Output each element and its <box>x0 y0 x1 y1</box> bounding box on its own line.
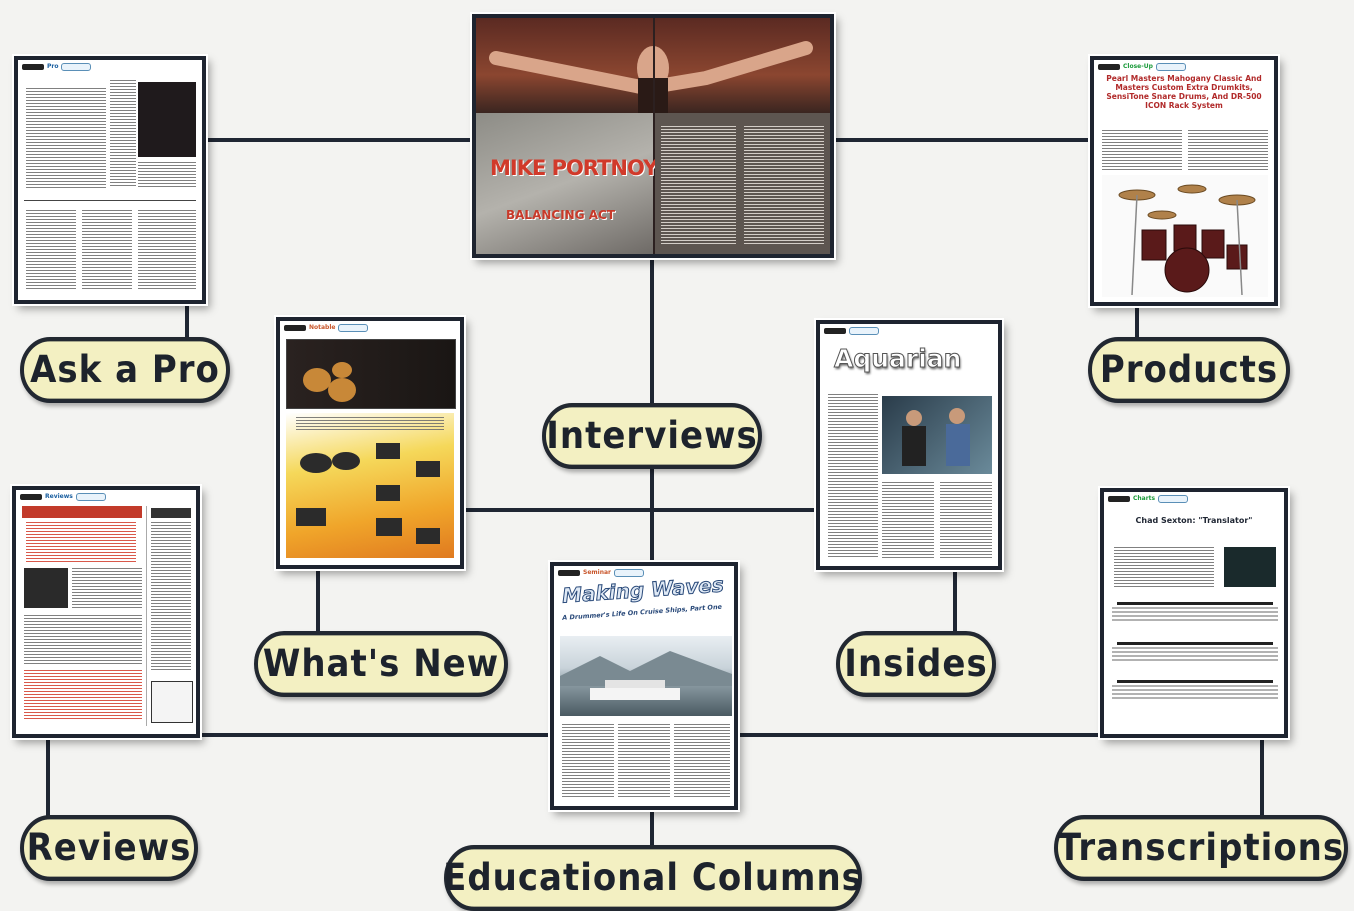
whats-new-feature-panel <box>286 413 454 558</box>
insides-headline: Aquarian <box>833 344 962 374</box>
interview-text-column-1 <box>661 126 736 246</box>
transcriptions-photo <box>1224 547 1276 587</box>
insides-page-thumbnail[interactable]: Aquarian <box>816 320 1002 570</box>
interview-subhead: BALANCING ACT <box>506 208 616 222</box>
products-headline: Pearl Masters Mahogany Classic And Maste… <box>1106 74 1262 110</box>
interview-headline: MIKE PORTNOY <box>490 156 658 180</box>
transcriptions-section-tag: Charts <box>1133 495 1156 502</box>
interview-spread-thumbnail[interactable]: MIKE PORTNOY BALANCING ACT <box>472 14 834 258</box>
transcriptions-page-thumbnail[interactable]: Charts Chad Sexton: "Translator" <box>1100 488 1288 738</box>
products-section-tag: Close-Up <box>1123 63 1153 70</box>
ask-a-pro-photo <box>138 82 196 157</box>
educational-columns-label[interactable]: Educational Columns <box>443 845 862 911</box>
educational-section-tag: Seminar <box>583 569 611 576</box>
reviews-photo <box>24 568 68 608</box>
transcriptions-headline: Chad Sexton: "Translator" <box>1135 516 1253 525</box>
transcriptions-label[interactable]: Transcriptions <box>1054 815 1348 881</box>
reviews-label[interactable]: Reviews <box>20 815 198 881</box>
insides-photo <box>882 396 992 474</box>
ask-a-pro-label[interactable]: Ask a Pro <box>20 337 230 403</box>
cruise-ship-photo <box>560 636 732 716</box>
drum-notation <box>1112 602 1278 699</box>
interview-text-column-2 <box>744 126 824 246</box>
whats-new-label[interactable]: What's New <box>254 631 508 697</box>
whats-new-top-photo <box>286 339 456 409</box>
insides-label[interactable]: Insides <box>836 631 996 697</box>
products-page-thumbnail[interactable]: Close-Up Pearl Masters Mahogany Classic … <box>1090 56 1278 306</box>
spread-left-background <box>476 113 653 254</box>
ask-a-pro-section-tag: Pro <box>47 63 59 70</box>
products-label[interactable]: Products <box>1088 337 1290 403</box>
reviews-page-thumbnail[interactable]: Reviews <box>12 486 200 738</box>
ask-a-pro-page-thumbnail[interactable]: Pro <box>14 56 206 304</box>
reviews-section-tag: Reviews <box>45 493 73 500</box>
interviews-label[interactable]: Interviews <box>542 403 762 469</box>
whats-new-section-tag: Notable <box>309 324 336 331</box>
drumkit-photo <box>1102 175 1268 297</box>
educational-page-thumbnail[interactable]: Seminar Making Waves A Drummer's Life On… <box>550 562 738 810</box>
whats-new-page-thumbnail[interactable]: Notable <box>276 317 464 569</box>
